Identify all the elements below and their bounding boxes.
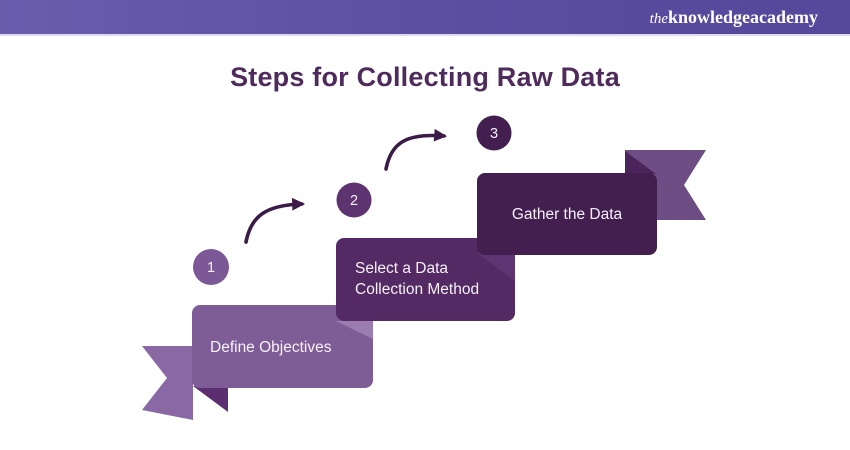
brand-logo: theknowledgeacademy: [650, 6, 818, 30]
header-bar: theknowledgeacademy: [0, 0, 850, 36]
logo-the: the: [649, 11, 668, 27]
left-ribbon-fold: [193, 386, 228, 412]
logo-knowledge: knowledge: [668, 7, 751, 27]
right-ribbon-fold: [625, 151, 656, 174]
step-3-circle: [476, 115, 512, 151]
step-1-box: [192, 305, 373, 388]
step-1-label: Define Objectives: [210, 339, 332, 356]
step-2-label-line2: Collection Method: [355, 281, 479, 298]
step-3-number: 3: [490, 126, 498, 142]
step-1-corner-highlight: [336, 321, 373, 339]
step-3-box: [477, 173, 657, 255]
step-2-circle: [336, 182, 372, 218]
step-3-label: Gather the Data: [512, 206, 623, 223]
step-1-circle: [193, 249, 229, 285]
page-title: Steps for Collecting Raw Data: [230, 62, 620, 92]
step-2-number: 2: [350, 193, 358, 209]
step-2-label-line1: Select a Data: [355, 260, 448, 277]
curved-arrow-2-to-3: [384, 128, 448, 171]
step-2-box: [336, 238, 515, 321]
left-ribbon-tail: [142, 346, 193, 420]
step-1-number: 1: [207, 260, 215, 276]
curved-arrow-1-to-2: [244, 197, 306, 244]
logo-academy: academy: [750, 7, 818, 27]
step-2-corner-highlight: [477, 253, 515, 281]
